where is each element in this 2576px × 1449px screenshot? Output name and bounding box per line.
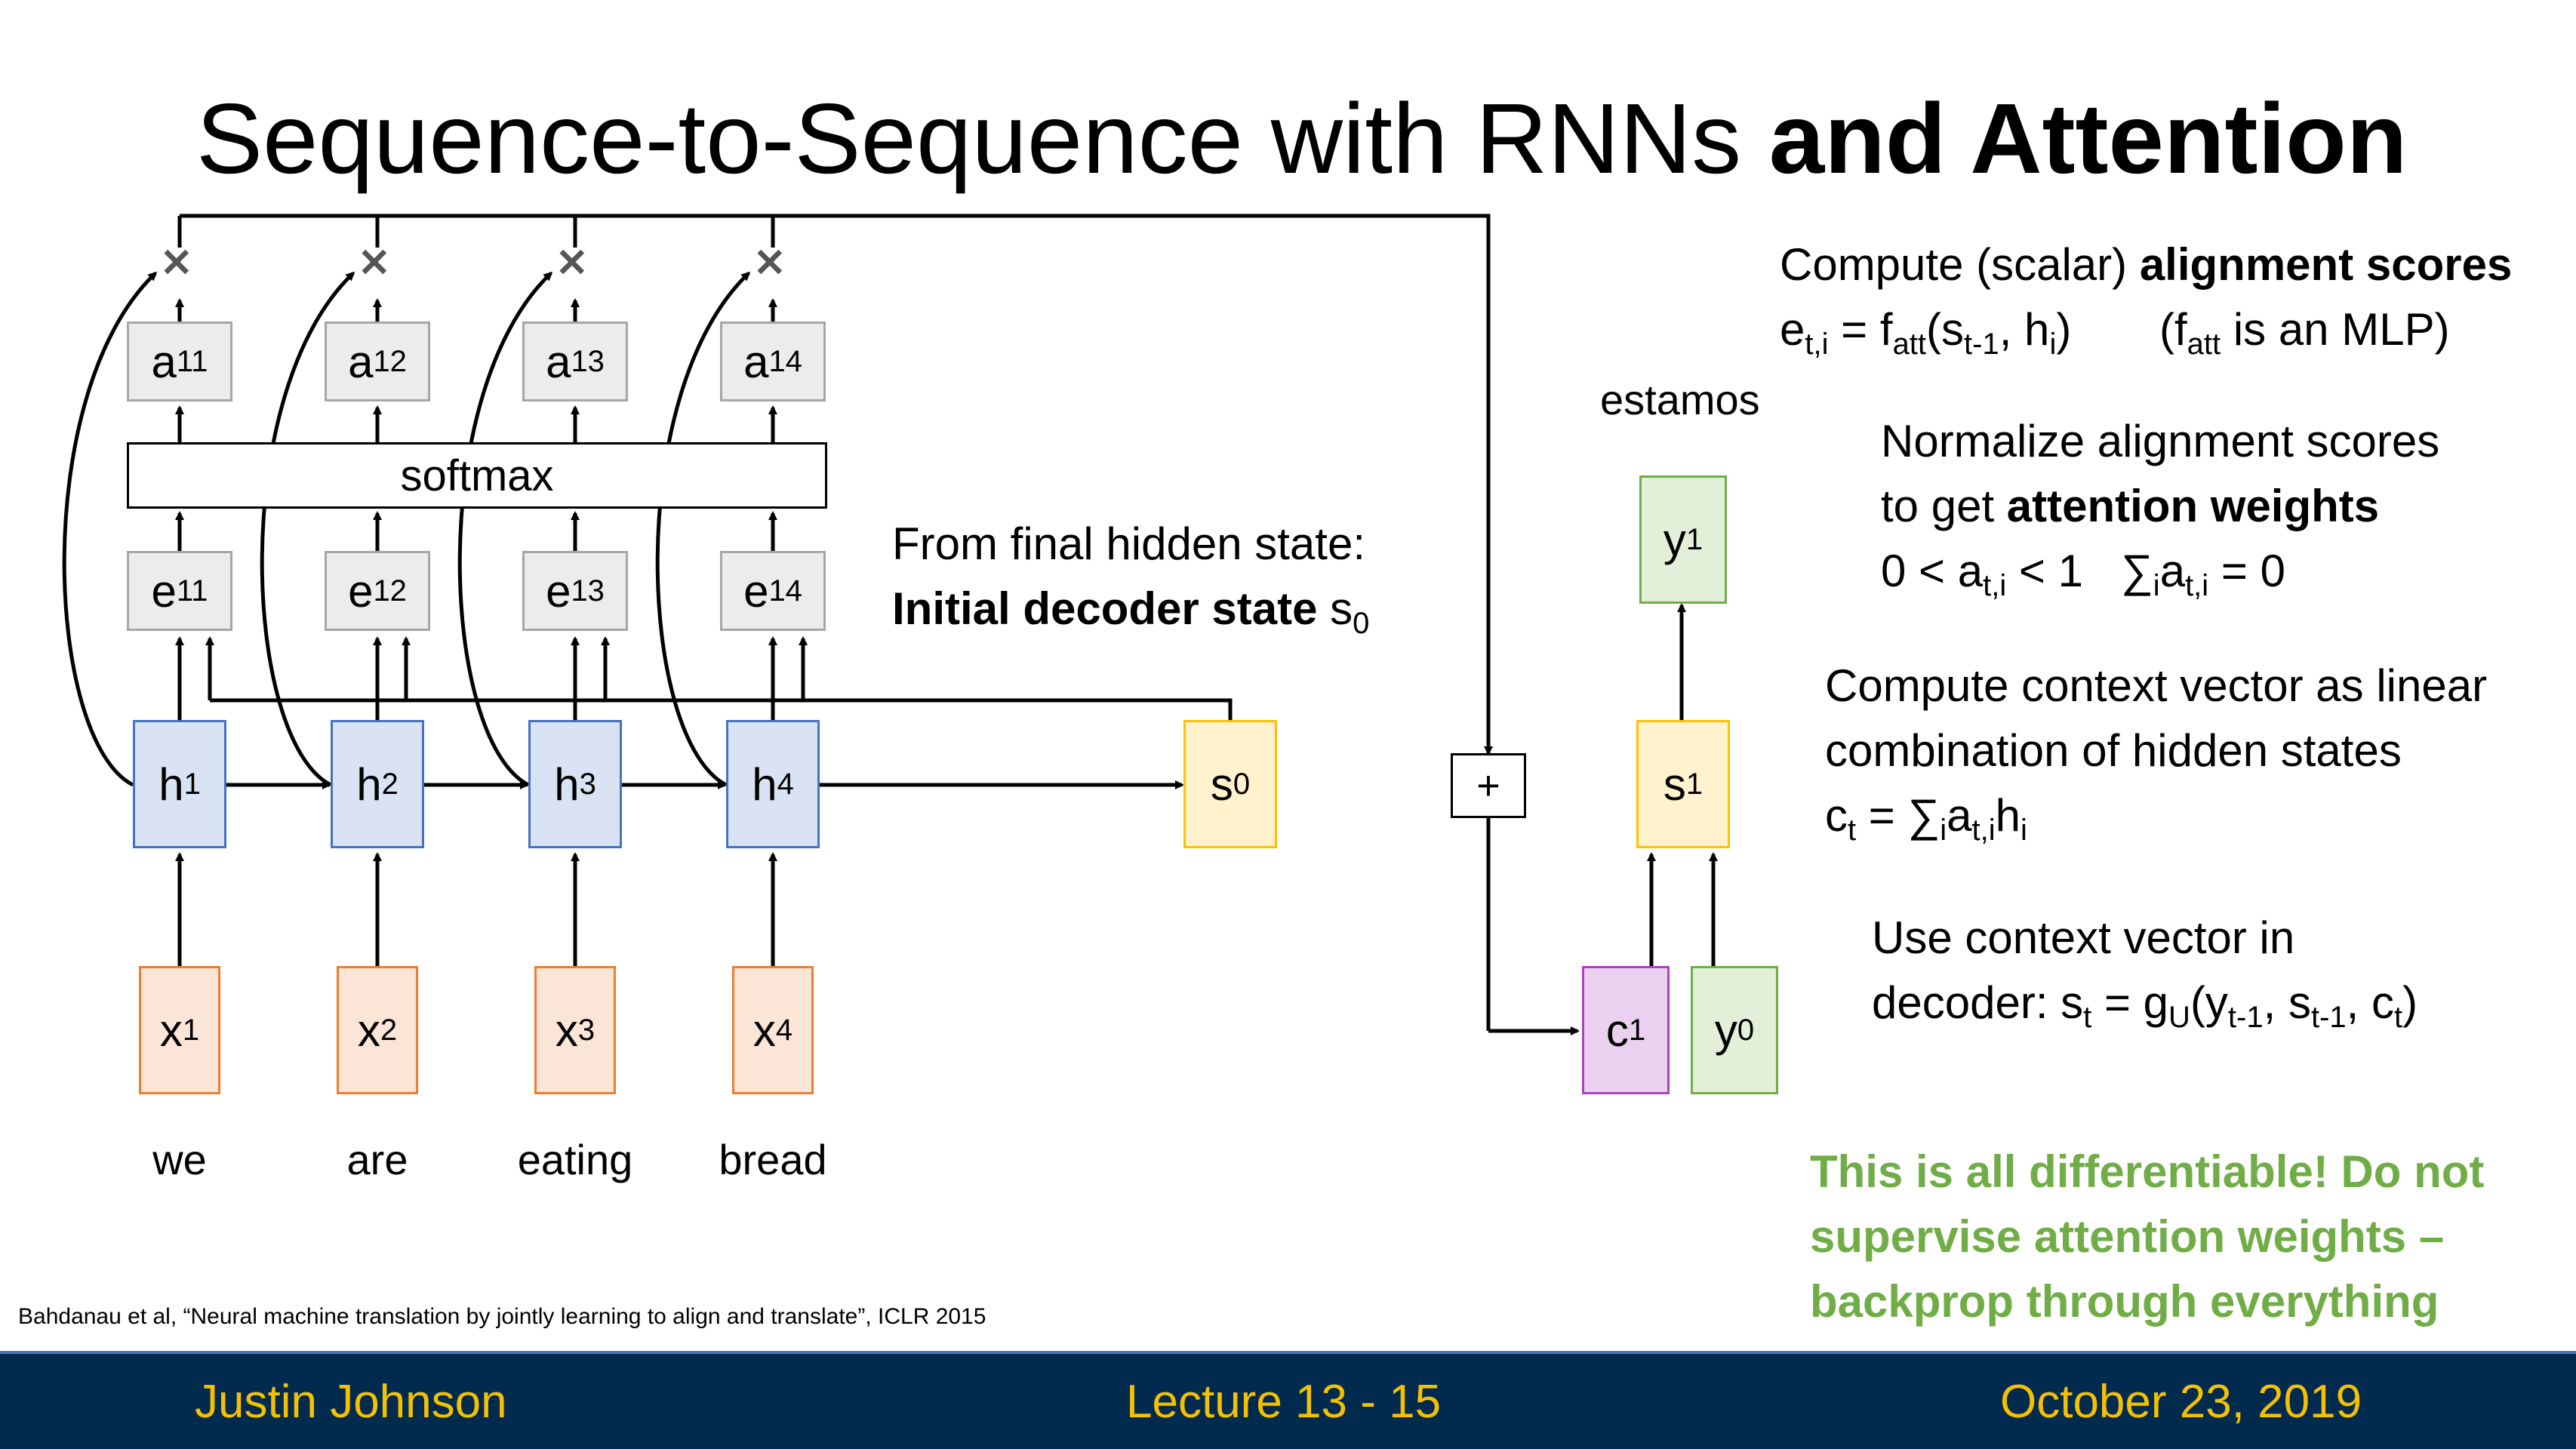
footer-bar: Justin Johnson Lecture 13 - 15 October 2…: [0, 1351, 2576, 1449]
title-bold: and Attention: [1768, 83, 2408, 194]
citation: Bahdanau et al, “Neural machine translat…: [18, 1304, 986, 1329]
multiply-icon: ✕: [160, 242, 193, 285]
footer-author: Justin Johnson: [195, 1376, 507, 1428]
final-state-note-bold: Initial decoder state: [892, 583, 1318, 634]
differentiable-note: This is all differentiable! Do not super…: [1810, 1146, 2485, 1327]
input-word: we: [152, 1136, 207, 1183]
multiply-icon: ✕: [753, 242, 786, 285]
softmax-box: softmax: [127, 442, 827, 509]
multiply-icon: ✕: [358, 242, 391, 285]
decoder-note: Use context vector in decoder: st = gU(y…: [1872, 912, 2418, 1034]
multiply-icon: ✕: [556, 242, 589, 285]
input-word: eating: [517, 1136, 633, 1183]
output-word: estamos: [1600, 376, 1760, 423]
alignment-note: Compute (scalar) alignment scores et,i =…: [1780, 239, 2513, 361]
input-word: bread: [719, 1136, 827, 1183]
normalize-note: Normalize alignment scores to get attent…: [1881, 416, 2440, 602]
footer-date: October 23, 2019: [2000, 1376, 2362, 1428]
input-word: are: [346, 1136, 408, 1183]
footer-lecture: Lecture 13 - 15: [1126, 1376, 1442, 1428]
slide-title: Sequence-to-Sequence with RNNs and Atten…: [196, 89, 2407, 189]
final-state-note: From final hidden state: Initial decoder…: [892, 512, 1369, 641]
sum-box: +: [1451, 753, 1526, 818]
context-note: Compute context vector as linear combina…: [1825, 660, 2488, 847]
title-normal: Sequence-to-Sequence with RNNs: [196, 83, 1742, 194]
final-state-note-line1: From final hidden state:: [892, 518, 1365, 569]
